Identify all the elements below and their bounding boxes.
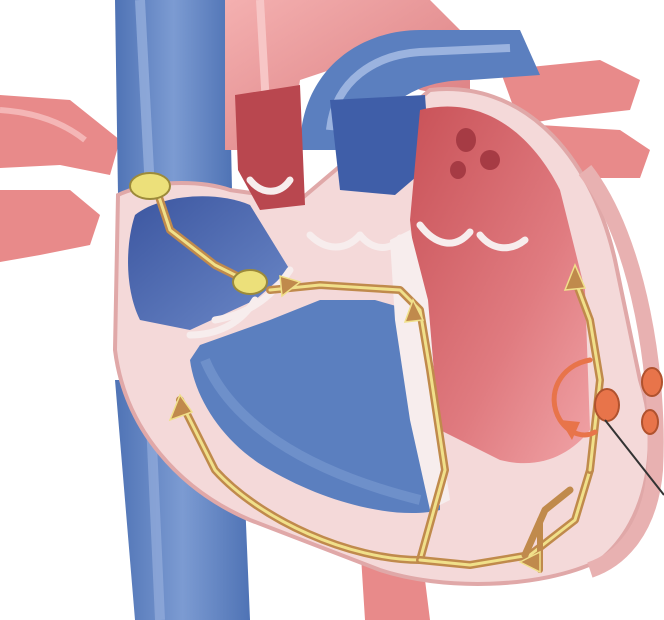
sa-node-icon <box>130 173 170 199</box>
superior-vena-cava <box>115 0 232 195</box>
trabecula-spot <box>456 128 476 152</box>
av-node-icon <box>233 270 267 294</box>
trabecula-spot <box>450 161 466 179</box>
trabecula-spot <box>480 150 500 170</box>
